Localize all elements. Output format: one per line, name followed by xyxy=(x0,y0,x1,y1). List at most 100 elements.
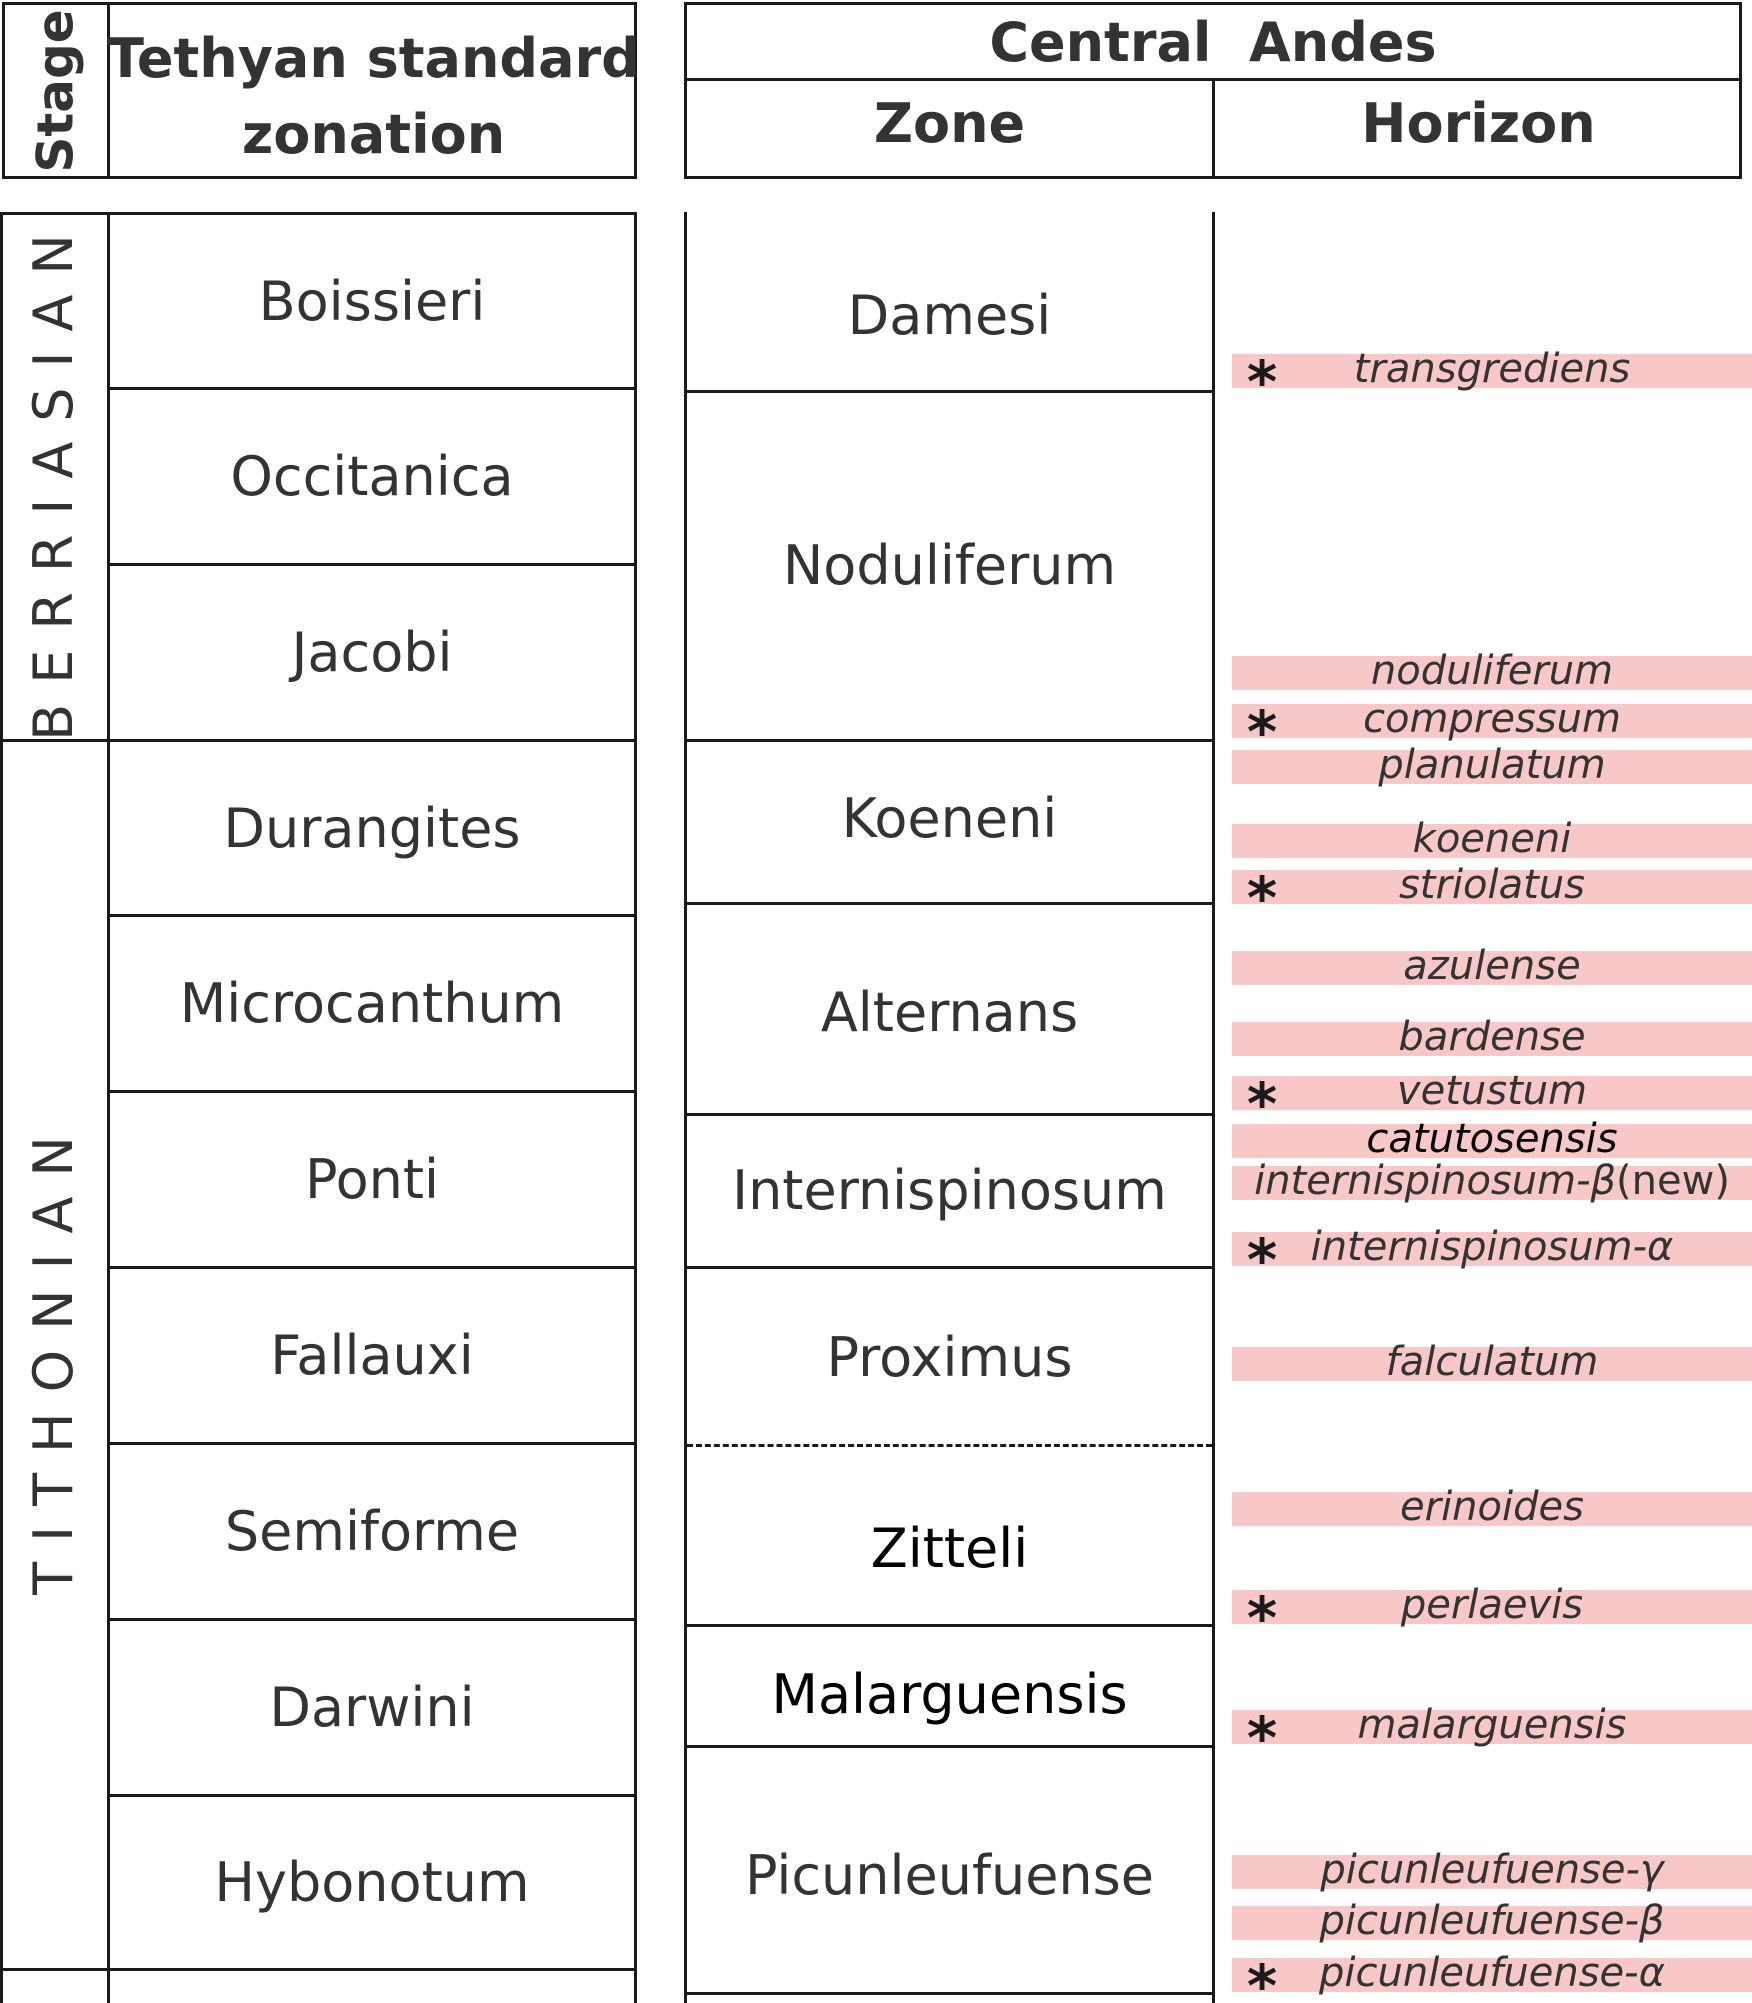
horizon-band xyxy=(1232,1958,1752,1992)
andes-dashed-sep xyxy=(687,1444,1212,1447)
tethyan-right-border xyxy=(634,212,637,2003)
tethyan-sep-8 xyxy=(107,1618,637,1621)
tethyan-zone: Ponti xyxy=(304,1148,440,1211)
tethyan-zone: Hybonotum xyxy=(214,1851,530,1914)
star-marker: * xyxy=(1246,348,1278,416)
horizon-band xyxy=(1232,1166,1752,1200)
horizon-label: internispinosum-β (new) xyxy=(1232,1158,1752,1204)
horizon-band xyxy=(1232,1022,1752,1056)
horizon-label: vetustum xyxy=(1232,1068,1752,1114)
tethyan-zone: Darwini xyxy=(269,1676,475,1739)
horizon-label: erinoides xyxy=(1232,1484,1752,1530)
horizon-band xyxy=(1232,354,1752,388)
horizon-name: internispinosum-β xyxy=(1254,1158,1617,1204)
star-marker: * xyxy=(1246,1226,1278,1294)
horizon-name: transgrediens xyxy=(1353,346,1631,392)
horizon-label: striolatus xyxy=(1232,862,1752,908)
horizon-label: bardense xyxy=(1232,1014,1752,1060)
horizon-name: vetustum xyxy=(1396,1068,1588,1114)
horizon-name: internispinosum-α xyxy=(1310,1224,1674,1270)
horizon-label: koeneni xyxy=(1232,816,1752,862)
header-central-andes: Central Andes xyxy=(989,10,1437,74)
horizon-label: perlaevis xyxy=(1232,1582,1752,1628)
star-marker: * xyxy=(1246,1952,1278,2003)
tethyan-sep-1 xyxy=(107,387,637,390)
andes-zone-horizon-divider xyxy=(1212,212,1215,2003)
tethyan-zone: Microcanthum xyxy=(179,972,565,1035)
horizon-label: internispinosum-α xyxy=(1232,1224,1752,1270)
horizon-name: noduliferum xyxy=(1370,648,1614,694)
horizon-band xyxy=(1232,870,1752,904)
andes-left-border xyxy=(684,212,687,2003)
header-left-box xyxy=(2,2,637,179)
horizon-name: picunleufuense-β xyxy=(1319,1898,1665,1944)
star-marker: * xyxy=(1246,698,1278,766)
horizon-name: koeneni xyxy=(1412,816,1572,862)
horizon-band xyxy=(1232,750,1752,784)
tethyan-sep-4 xyxy=(107,914,637,917)
horizon-band xyxy=(1232,951,1752,985)
horizon-name: perlaevis xyxy=(1400,1582,1584,1628)
horizon-band xyxy=(1232,824,1752,858)
horizon-name: picunleufuense-γ xyxy=(1320,1847,1664,1893)
star-marker: * xyxy=(1246,1704,1278,1772)
star-marker: * xyxy=(1246,864,1278,932)
andes-zone: Zitteli xyxy=(870,1516,1029,1580)
andes-zone: Damesi xyxy=(847,283,1052,347)
header-zone-horizon-divider xyxy=(1212,78,1215,179)
tethyan-zone: Occitanica xyxy=(230,445,514,508)
andes-zone: Noduliferum xyxy=(782,533,1117,597)
horizon-band xyxy=(1232,1124,1752,1158)
tethyan-sep-6 xyxy=(107,1266,637,1269)
horizon-label: azulense xyxy=(1232,943,1752,989)
star-marker: * xyxy=(1246,1070,1278,1138)
horizon-band xyxy=(1232,704,1752,738)
horizon-label: malarguensis xyxy=(1232,1702,1752,1748)
andes-zone: Picunleufuense xyxy=(744,1843,1154,1907)
horizon-name: azulense xyxy=(1403,943,1581,989)
horizon-label: picunleufuense-γ xyxy=(1232,1847,1752,1893)
horizon-name: striolatus xyxy=(1398,862,1586,908)
horizon-label: catutosensis xyxy=(1232,1116,1752,1162)
horizon-band xyxy=(1232,1492,1752,1526)
horizon-name: picunleufuense-α xyxy=(1319,1950,1665,1996)
tethyan-zone: Durangites xyxy=(223,796,521,860)
horizon-band xyxy=(1232,1347,1752,1381)
andes-sep-5 xyxy=(687,1266,1212,1269)
horizon-band xyxy=(1232,1855,1752,1889)
horizon-label: picunleufuense-β xyxy=(1232,1898,1752,1944)
andes-zone: Koeneni xyxy=(841,786,1058,850)
header-stage-label: Stage xyxy=(26,8,85,173)
horizon-band xyxy=(1232,1232,1752,1266)
horizon-name: malarguensis xyxy=(1357,1702,1627,1748)
andes-zone: Malarguensis xyxy=(771,1662,1128,1726)
stage-berriasian: BERRIASIAN xyxy=(22,213,85,741)
tethyan-zone: Boissieri xyxy=(258,269,486,333)
stage-divider xyxy=(107,212,110,2003)
andes-zone: Alternans xyxy=(820,980,1079,1044)
horizon-label: planulatum xyxy=(1232,742,1752,788)
andes-sep-7 xyxy=(687,1624,1212,1627)
horizon-name: falculatum xyxy=(1385,1339,1599,1385)
andes-sep-8 xyxy=(687,1745,1212,1748)
andes-sep-9 xyxy=(687,1992,1212,1995)
andes-zone: Proximus xyxy=(826,1325,1073,1389)
andes-sep-2 xyxy=(687,739,1212,742)
horizon-label: falculatum xyxy=(1232,1339,1752,1385)
andes-sep-4 xyxy=(687,1113,1212,1116)
horizon-band xyxy=(1232,656,1752,690)
horizon-label: transgrediens xyxy=(1232,346,1752,392)
horizon-name: bardense xyxy=(1398,1014,1586,1060)
header-horizon: Horizon xyxy=(1361,91,1596,155)
tethyan-sep-2 xyxy=(107,563,637,566)
tethyan-sep-3 xyxy=(0,739,637,742)
header-tethyan-line1: Tethyan standard xyxy=(107,26,640,90)
tethyan-sep-5 xyxy=(107,1090,637,1093)
left-outer-border xyxy=(0,212,3,2003)
andes-sep-3 xyxy=(687,902,1212,905)
horizon-band xyxy=(1232,1710,1752,1744)
tethyan-sep-10 xyxy=(0,1968,637,1971)
tethyan-zone: Fallauxi xyxy=(270,1324,474,1387)
horizon-name: erinoides xyxy=(1400,1484,1584,1530)
tethyan-zone: Semiforme xyxy=(224,1500,520,1563)
